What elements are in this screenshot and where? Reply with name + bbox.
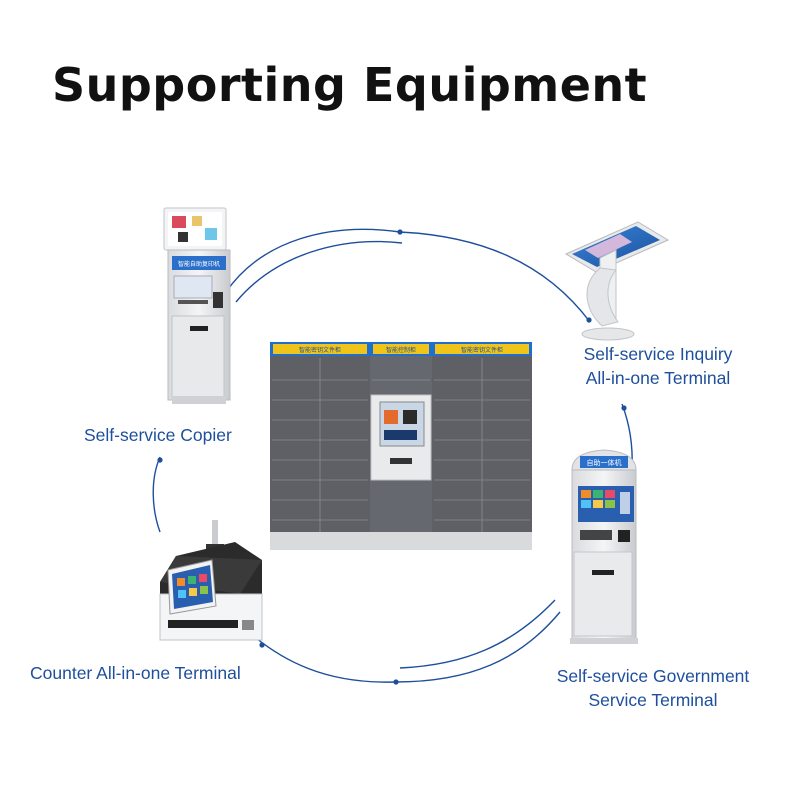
copier-illustration: 智能自助复印机 bbox=[163, 207, 231, 404]
label-counter-terminal: Counter All-in-one Terminal bbox=[30, 663, 241, 683]
locker-cabinet-illustration: 智能密钥文件柜 智能控制柜 智能密钥文件柜 bbox=[270, 342, 532, 550]
arc-gov-bottom-1 bbox=[394, 611, 561, 683]
arc-gov-bottom-2 bbox=[399, 599, 556, 669]
counter-terminal-illustration bbox=[159, 520, 263, 641]
gov-screen-text: 自助一体机 bbox=[587, 458, 622, 467]
arc-copier-top-2 bbox=[235, 240, 403, 303]
arc-copier-counter bbox=[152, 456, 161, 533]
label-self-service-inquiry: Self-service Inquiry All-in-one Terminal bbox=[548, 342, 768, 390]
arc-top-inquiry bbox=[399, 231, 591, 323]
arc-copier-top-1 bbox=[225, 228, 401, 293]
label-inquiry-line-1: Self-service Inquiry bbox=[583, 344, 733, 364]
cabinet-banner-left: 智能密钥文件柜 bbox=[299, 346, 341, 354]
connector-dots bbox=[157, 229, 627, 685]
label-self-service-copier: Self-service Copier bbox=[84, 425, 232, 445]
arc-bottom-counter bbox=[239, 623, 396, 683]
page-title: Supporting Equipment bbox=[52, 58, 648, 112]
label-gov-line-1: Self-service Government bbox=[556, 666, 750, 686]
label-government-terminal: Self-service Government Service Terminal bbox=[538, 664, 768, 712]
locker-doors bbox=[272, 358, 530, 532]
cabinet-banner-center: 智能控制柜 bbox=[386, 346, 416, 354]
inquiry-terminal-illustration bbox=[564, 221, 670, 341]
cabinet-banner-right: 智能密钥文件柜 bbox=[461, 346, 503, 354]
copier-screen-text: 智能自助复印机 bbox=[178, 260, 220, 268]
label-inquiry-line-2: All-in-one Terminal bbox=[585, 368, 731, 388]
label-gov-line-2: Service Terminal bbox=[588, 690, 718, 710]
gov-terminal-illustration: 自助一体机 bbox=[570, 449, 638, 644]
